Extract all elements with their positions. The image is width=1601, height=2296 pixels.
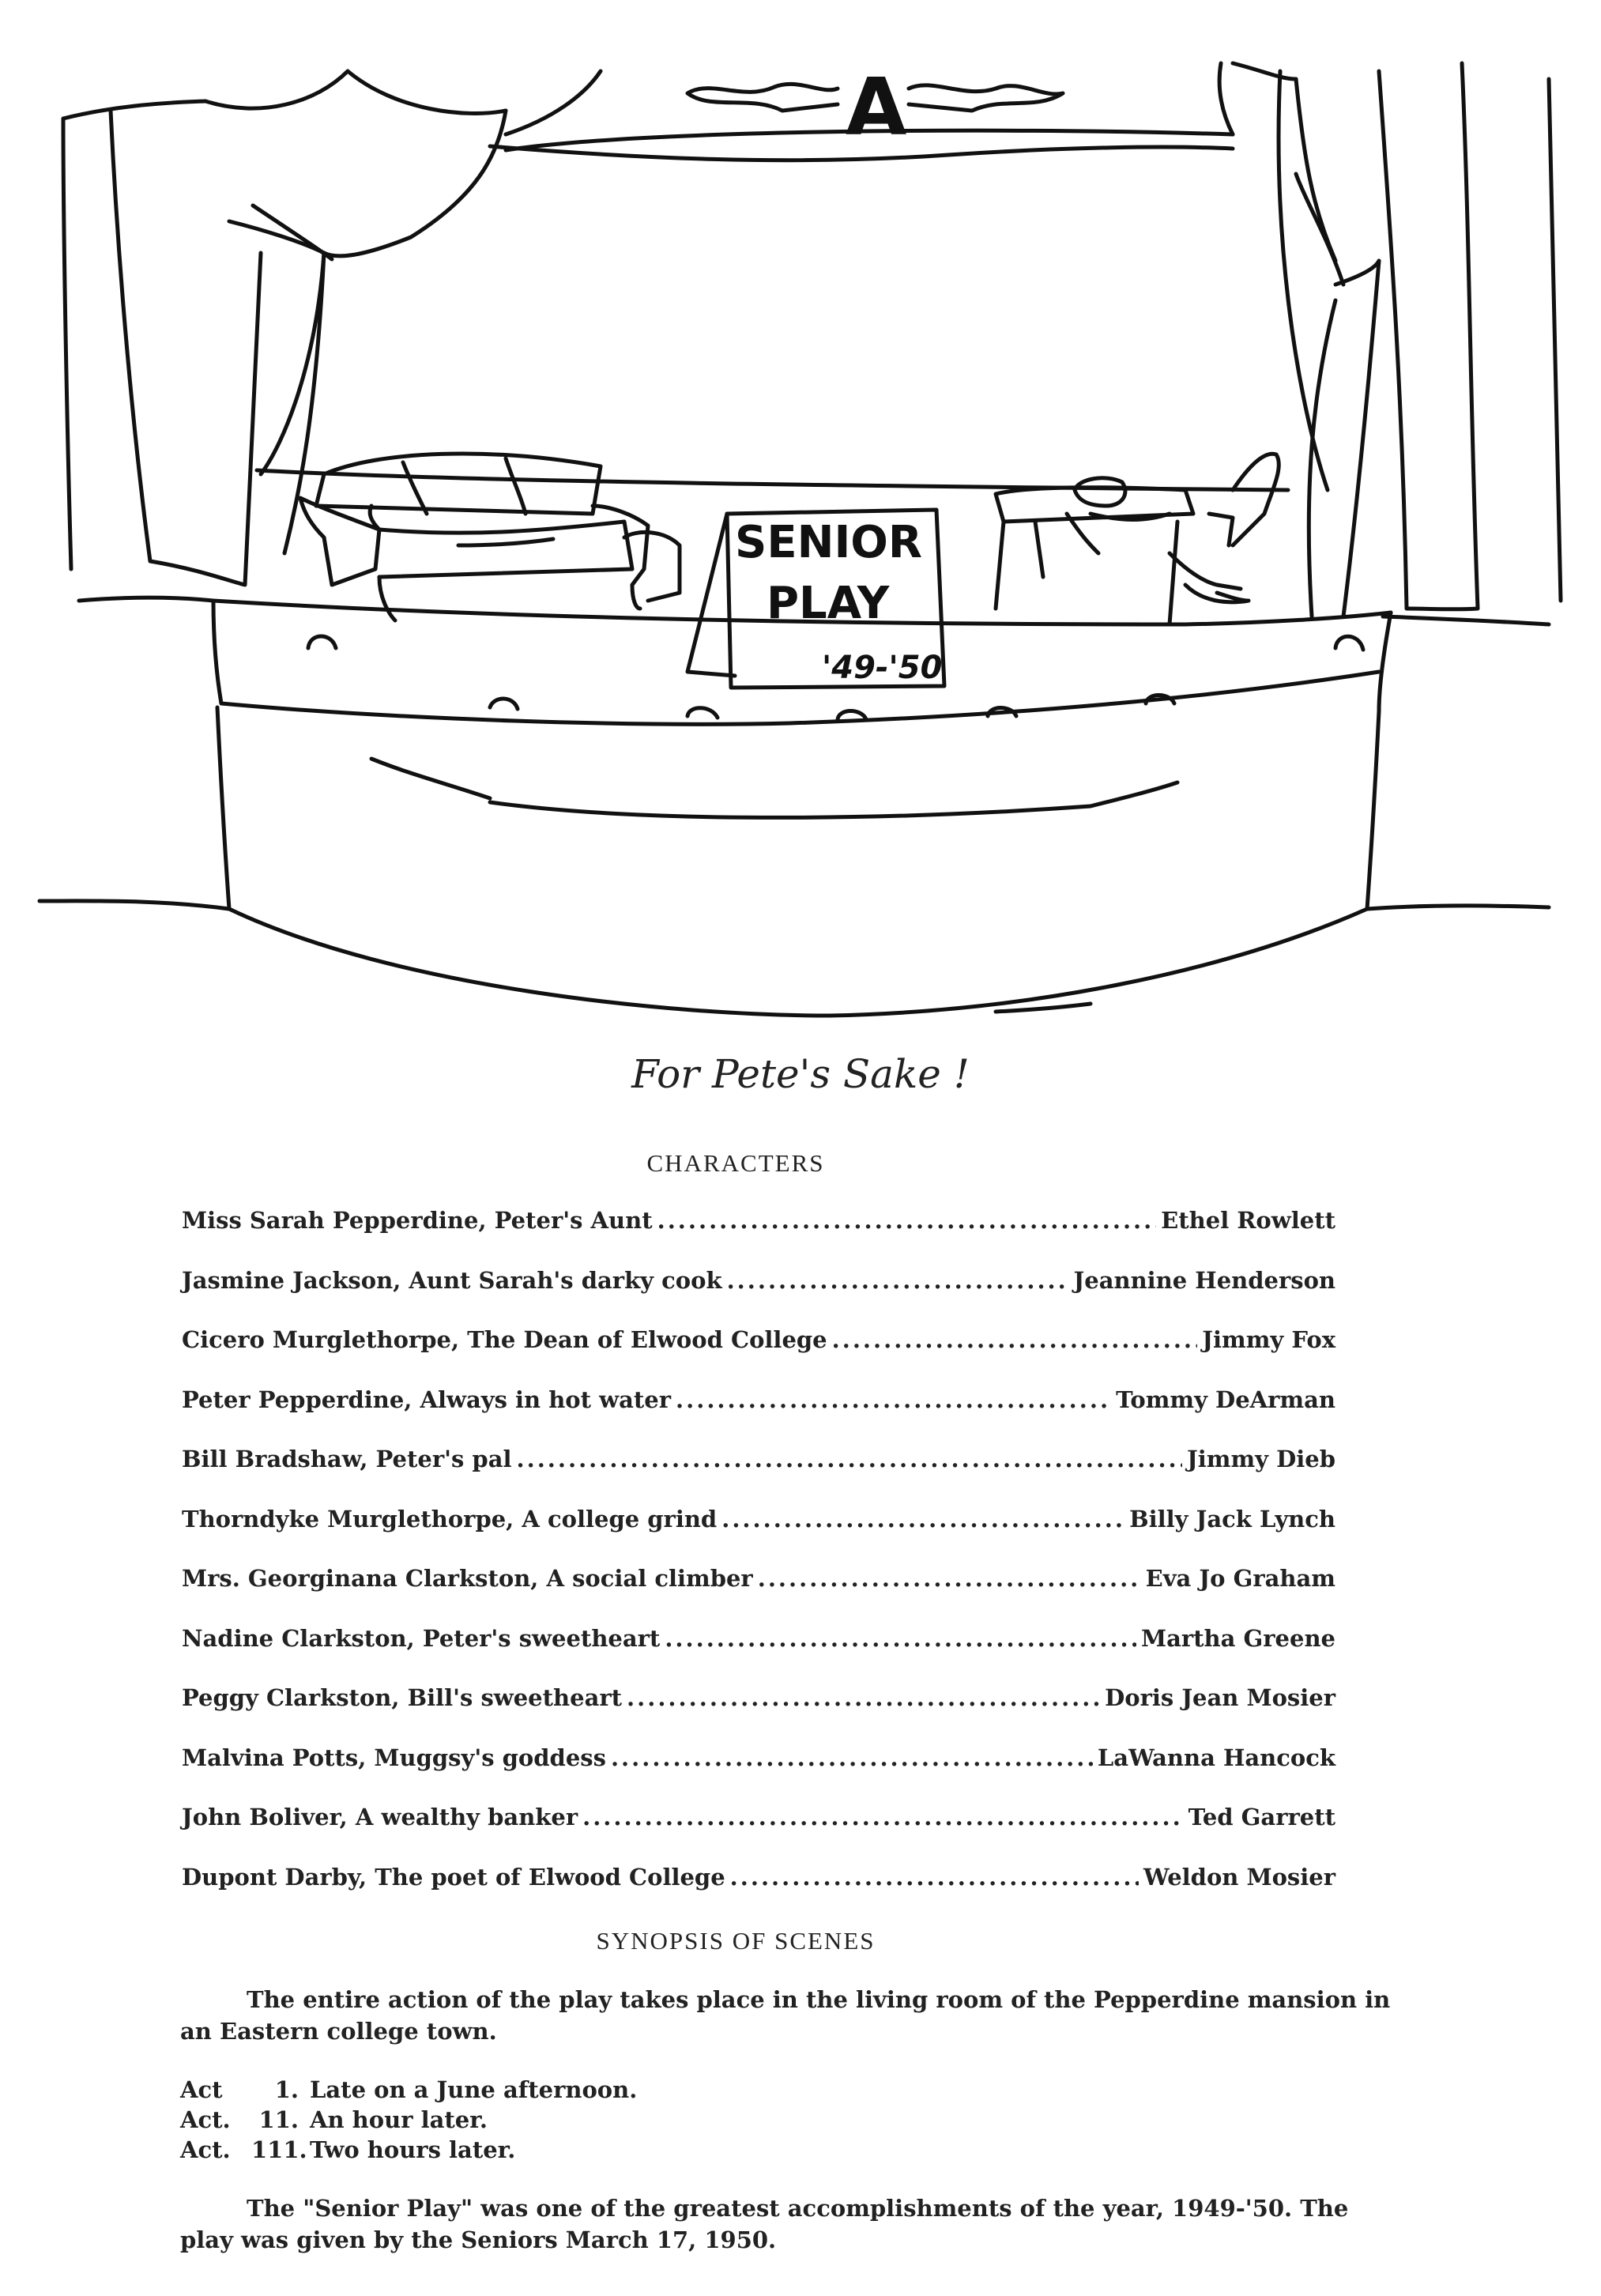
cast-row: Malvina Potts, Muggsy's goddess LaWanna H… xyxy=(182,1744,1335,1804)
character-role: Thorndyke Murglethorpe, A college grind xyxy=(182,1505,718,1533)
footlight xyxy=(685,706,720,720)
footlight xyxy=(835,709,868,722)
cast-row: John Boliver, A wealthy banker Ted Garret… xyxy=(182,1804,1335,1864)
act-row: Act 1. Late on a June afternoon. xyxy=(180,2074,1397,2104)
dot-leader xyxy=(582,1804,1183,1830)
dot-leader xyxy=(832,1326,1198,1353)
footlight xyxy=(488,696,520,711)
actor-name: Tommy DeArman xyxy=(1116,1386,1335,1413)
cast-list: Miss Sarah Pepperdine, Peter's Aunt Ethel… xyxy=(182,1207,1335,1923)
character-role: Jasmine Jackson, Aunt Sarah's darky cook xyxy=(182,1266,722,1294)
act-label: Act. xyxy=(180,2136,231,2163)
actor-name: Ethel Rowlett xyxy=(1161,1207,1335,1234)
stage-illustration: A xyxy=(37,61,1563,1018)
footlight xyxy=(985,706,1019,718)
footlight xyxy=(306,634,338,650)
table-and-chair-drawing xyxy=(993,451,1281,627)
cast-row: Bill Bradshaw, Peter's pal Jimmy Dieb xyxy=(182,1446,1335,1506)
character-role: Mrs. Georginana Clarkston, A social clim… xyxy=(182,1565,753,1592)
act-row: Act. 111.Two hours later. xyxy=(180,2134,1397,2164)
cast-row: Thorndyke Murglethorpe, A college grind B… xyxy=(182,1506,1335,1566)
synopsis-heading: SYNOPSIS OF SCENES xyxy=(596,1927,876,1955)
character-role: Peggy Clarkston, Bill's sweetheart xyxy=(182,1684,623,1711)
dot-leader xyxy=(721,1506,1124,1533)
actor-name: Ted Garrett xyxy=(1188,1804,1335,1830)
stage-apron-edge xyxy=(219,669,1381,726)
actor-name: Weldon Mosier xyxy=(1143,1863,1335,1891)
footlight xyxy=(1143,693,1177,706)
actor-name: Jimmy Fox xyxy=(1202,1326,1335,1353)
character-role: John Boliver, A wealthy banker xyxy=(182,1804,578,1830)
actor-name: LaWanna Hancock xyxy=(1097,1744,1335,1771)
senior-play-sign: SENIOR PLAY '49-'50 xyxy=(685,507,947,690)
synopsis-section: The entire action of the play takes plac… xyxy=(180,1984,1397,2256)
cast-row: Nadine Clarkston, Peter's sweetheart Mart… xyxy=(182,1625,1335,1685)
sofa-drawing xyxy=(298,451,682,623)
crest-letter: A xyxy=(846,61,906,153)
character-role: Malvina Potts, Muggsy's goddess xyxy=(182,1744,606,1771)
character-role: Bill Bradshaw, Peter's pal xyxy=(182,1446,512,1472)
characters-heading: CHARACTERS xyxy=(646,1149,825,1177)
character-role: Peter Pepperdine, Always in hot water xyxy=(182,1386,672,1413)
dot-leader xyxy=(627,1684,1100,1711)
cast-row: Dupont Darby, The poet of Elwood College… xyxy=(182,1864,1335,1924)
actor-name: Billy Jack Lynch xyxy=(1129,1505,1335,1533)
cast-row: Mrs. Georginana Clarkston, A social clim… xyxy=(182,1565,1335,1625)
character-role: Nadine Clarkston, Peter's sweetheart xyxy=(182,1624,661,1652)
cast-row: Peggy Clarkston, Bill's sweetheart Doris … xyxy=(182,1684,1335,1744)
act-num: 111. xyxy=(251,2136,307,2163)
crest-banner xyxy=(685,81,1065,113)
dot-leader xyxy=(517,1446,1183,1472)
play-title: For Pete's Sake ! xyxy=(631,1051,970,1097)
cast-row: Jasmine Jackson, Aunt Sarah's darky cook… xyxy=(182,1267,1335,1327)
dot-leader xyxy=(727,1267,1069,1294)
act-num: 1. xyxy=(274,2076,299,2103)
cast-row: Cicero Murglethorpe, The Dean of Elwood … xyxy=(182,1326,1335,1386)
synopsis-paragraph: The entire action of the play takes plac… xyxy=(180,1986,1391,2045)
act-num: 11. xyxy=(258,2106,299,2133)
right-curtain xyxy=(1276,69,1330,492)
act-desc: Two hours later. xyxy=(310,2136,516,2163)
actor-name: Jeannine Henderson xyxy=(1073,1266,1335,1294)
act-desc: An hour later. xyxy=(310,2106,488,2133)
dot-leader xyxy=(676,1386,1111,1413)
footlight xyxy=(1333,634,1366,652)
dot-leader xyxy=(611,1744,1093,1771)
dot-leader xyxy=(758,1565,1141,1592)
actor-name: Martha Greene xyxy=(1140,1624,1335,1652)
sign-line-1: SENIOR xyxy=(735,517,922,568)
act-label: Act. xyxy=(180,2106,231,2133)
actor-name: Eva Jo Graham xyxy=(1145,1565,1335,1592)
actor-name: Doris Jean Mosier xyxy=(1105,1684,1335,1711)
cast-row: Miss Sarah Pepperdine, Peter's Aunt Ethel… xyxy=(182,1207,1335,1267)
sign-line-2: PLAY xyxy=(767,578,891,629)
act-list: Act 1. Late on a June afternoon. Act. 11. An … xyxy=(180,2074,1397,2164)
character-role: Cicero Murglethorpe, The Dean of Elwood … xyxy=(182,1326,827,1353)
closing-paragraph: The "Senior Play" was one of the greates… xyxy=(180,2195,1349,2253)
act-row: Act. 11. An hour later. xyxy=(180,2104,1397,2134)
sign-year: '49-'50 xyxy=(822,650,942,686)
act-label: Act xyxy=(180,2076,223,2103)
left-curtain xyxy=(61,116,73,571)
dot-leader xyxy=(657,1207,1157,1234)
character-role: Miss Sarah Pepperdine, Peter's Aunt xyxy=(182,1207,653,1234)
cast-row: Peter Pepperdine, Always in hot water Tom… xyxy=(182,1386,1335,1446)
character-role: Dupont Darby, The poet of Elwood College xyxy=(182,1863,725,1891)
dot-leader xyxy=(730,1864,1139,1891)
actor-name: Jimmy Dieb xyxy=(1187,1446,1335,1472)
dot-leader xyxy=(665,1625,1136,1652)
act-desc: Late on a June afternoon. xyxy=(310,2076,638,2103)
